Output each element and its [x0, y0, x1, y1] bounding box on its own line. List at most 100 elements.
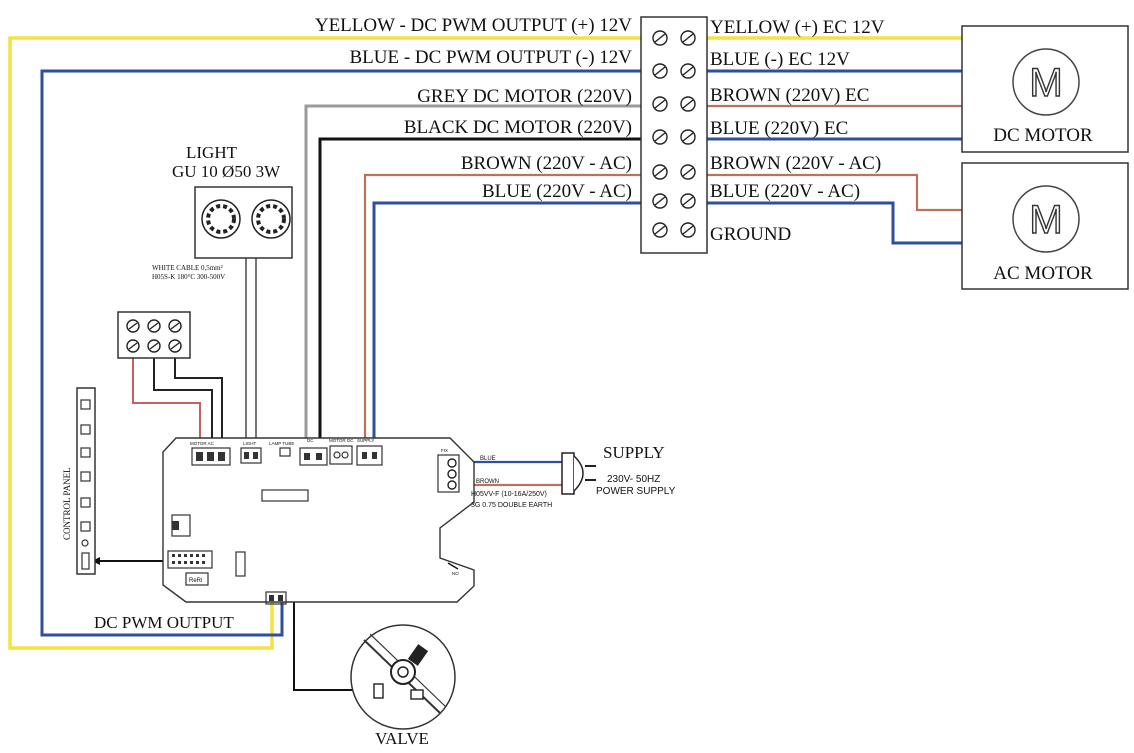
- wire-black-strip-1: [153, 350, 213, 455]
- wire-yellow-pwm: [8, 36, 658, 650]
- dc-motor-symbol: M: [1029, 61, 1062, 105]
- light-fixture: LIGHT GU 10 Ø50 3W WHITE CABLE 0,5mm² H0…: [152, 143, 293, 281]
- pcb-ground-mark: [447, 562, 459, 570]
- terminal-screw: [652, 30, 668, 46]
- pcb-conn-ac-motor: MOTOR AC: [190, 441, 231, 466]
- label-blue-220-ec: BLUE (220V) EC: [710, 118, 848, 139]
- wire-black-strip-2: [174, 350, 223, 455]
- strip-screw: [168, 339, 182, 353]
- pcb-reset-label: ReRi: [189, 578, 202, 584]
- terminal-screw: [652, 164, 668, 180]
- dc-motor: M DC MOTOR: [961, 25, 1129, 153]
- terminal-screw: [680, 193, 696, 209]
- strip-screw: [147, 319, 161, 333]
- wire-blue-ac: [372, 201, 658, 455]
- pcb-ribbon: [167, 550, 213, 569]
- pcb-dip: [235, 551, 246, 577]
- pcb-reset-chip: [185, 572, 209, 586]
- ac-motor-symbol: M: [1029, 198, 1062, 242]
- supply-plug: [561, 452, 596, 495]
- light-title: LIGHT: [186, 143, 238, 162]
- pcb-valve-conn: [265, 591, 287, 605]
- strip-screw: [168, 319, 182, 333]
- supply-cable-spec-2: 3G 0.75 DOUBLE EARTH: [471, 502, 552, 509]
- pcb-header: [261, 489, 309, 502]
- wire-light: [245, 258, 257, 455]
- ac-motor-label: AC MOTOR: [993, 263, 1093, 284]
- terminal-screw: [680, 222, 696, 238]
- svg-text:MOTOR DC: MOTOR DC: [329, 438, 354, 443]
- light-spec: GU 10 Ø50 3W: [172, 162, 281, 181]
- svg-text:LAMP TUBE: LAMP TUBE: [269, 441, 294, 446]
- light-cable-spec-2: H05S-K 180°C 300-500V: [152, 273, 225, 281]
- wire-blue-pwm: [40, 69, 658, 637]
- label-ground: GROUND: [710, 224, 791, 245]
- label-brown-ac-right: BROWN (220V - AC): [710, 153, 881, 174]
- panel-cable-arrow-left: [92, 557, 100, 565]
- label-blue-ac-right: BLUE (220V - AC): [710, 181, 860, 202]
- label-grey-dc: GREY DC MOTOR (220V): [417, 86, 632, 107]
- control-panel: CONTROL PANEL: [62, 387, 96, 575]
- terminal-screw: [680, 96, 696, 112]
- pcb-conn-supply: SUPPLY: [356, 438, 383, 466]
- wire-brown-ac: [363, 173, 658, 455]
- svg-text:MOTOR AC: MOTOR AC: [190, 441, 215, 446]
- label-black-dc: BLACK DC MOTOR (220V): [404, 117, 632, 138]
- dc-motor-label: DC MOTOR: [993, 125, 1093, 146]
- terminal-screw: [652, 193, 668, 209]
- terminal-screw: [680, 164, 696, 180]
- label-blue-ac: BLUE (220V - AC): [482, 181, 632, 202]
- label-brown-ac: BROWN (220V - AC): [461, 153, 632, 174]
- supply-cable-spec-1: H05VV-F (10-16A/250V): [471, 491, 547, 498]
- terminal-screw: [680, 30, 696, 46]
- lamp-left: [201, 199, 241, 239]
- terminal-screw: [652, 63, 668, 79]
- dc-motor-symbol-circle: [1012, 48, 1080, 116]
- ac-motor: M AC MOTOR: [961, 162, 1129, 290]
- pcb-ribbon-pins: [172, 554, 205, 564]
- terminal-screw: [652, 96, 668, 112]
- supply-title: SUPPLY: [603, 443, 665, 462]
- pcb-no-label: NO: [452, 571, 459, 576]
- wire-grey-dc: [304, 104, 658, 455]
- terminal-screw: [680, 63, 696, 79]
- supply-wire-brown-label: BROWN: [476, 479, 499, 485]
- valve-label: VALVE: [375, 729, 429, 748]
- terminal-screw: [652, 222, 668, 238]
- terminal-screw: [680, 129, 696, 145]
- dc-pwm-output-label: DC PWM OUTPUT: [94, 613, 234, 632]
- label-yellow-ec: YELLOW (+) EC 12V: [710, 17, 885, 38]
- pcb-conn-lamp-tube: LAMP TUBE: [269, 441, 294, 457]
- terminal-screw: [652, 129, 668, 145]
- label-brown-ec: BROWN (220V) EC: [710, 85, 869, 106]
- valve: [350, 624, 456, 730]
- pcb-conn-motor-dc: MOTOR DC: [329, 438, 354, 465]
- ac-motor-symbol-circle: [1012, 185, 1080, 253]
- terminal-block: [640, 16, 708, 254]
- wire-black-dc: [318, 137, 658, 455]
- label-blue-ec: BLUE (-) EC 12V: [710, 49, 850, 70]
- terminal-strip-3pole: [117, 311, 191, 359]
- pcb-conn-light: LIGHT: [240, 441, 262, 464]
- pcb-conn-dc: DC: [299, 438, 328, 466]
- pcb-fix-label: FIX: [441, 448, 448, 453]
- label-yellow-pwm: YELLOW - DC PWM OUTPUT (+) 12V: [315, 15, 632, 36]
- supply-spec-2: POWER SUPPLY: [596, 486, 676, 497]
- svg-text:DC: DC: [307, 438, 314, 443]
- control-panel-label: CONTROL PANEL: [62, 467, 72, 540]
- pcb-power-terminal: [437, 454, 460, 493]
- wire-blue-ac-motor: [700, 201, 962, 245]
- svg-text:LIGHT: LIGHT: [243, 441, 257, 446]
- light-cable-spec-1: WHITE CABLE 0,5mm²: [152, 264, 223, 272]
- svg-text:SUPPLY: SUPPLY: [357, 438, 374, 443]
- wire-brown-ac-motor: [700, 173, 962, 212]
- control-board: MOTOR AC LIGHT LAMP TUBE DC MOTOR DC SUP…: [162, 437, 475, 605]
- supply-wire-blue-label: BLUE: [480, 456, 496, 462]
- lamp-right: [251, 199, 291, 239]
- strip-screw: [126, 319, 140, 333]
- strip-screw: [126, 339, 140, 353]
- strip-screw: [147, 339, 161, 353]
- supply-spec-1: 230V- 50HZ: [607, 474, 660, 485]
- wire-red-strip: [132, 350, 201, 455]
